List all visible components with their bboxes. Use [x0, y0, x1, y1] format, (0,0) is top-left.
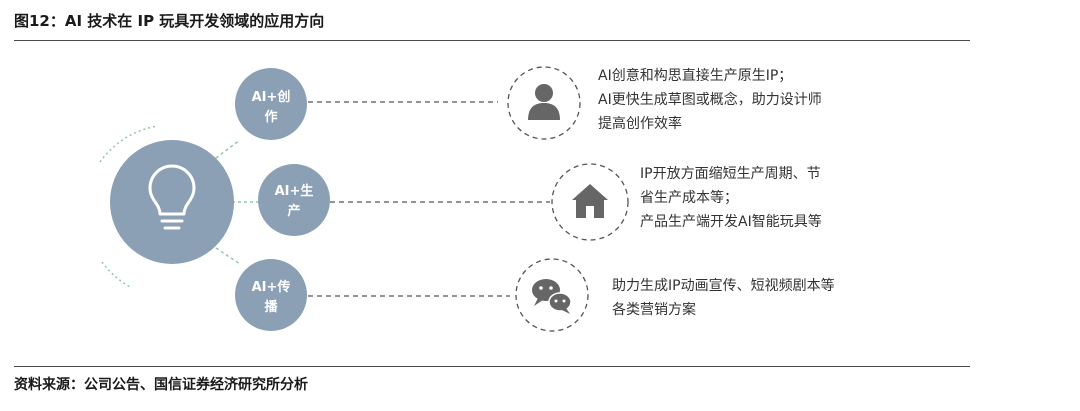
description-production: IP开放方面缩短生产周期、节 省生产成本等； 产品生产端开发AI智能玩具等: [640, 162, 822, 234]
lightbulb-icon: [148, 164, 196, 230]
top-divider: [14, 40, 970, 41]
node-label-1-line-1: AI+创: [252, 89, 291, 105]
bottom-divider: [14, 366, 970, 367]
green-arc-top: [99, 125, 159, 163]
node-label-3-line-1: AI+传: [252, 279, 291, 295]
description-creation-line-1: AI创意和构思直接生产原生IP；: [598, 68, 793, 84]
description-creation-line-2: AI更快生成草图或概念，助力设计师: [598, 92, 822, 108]
description-promotion-line-2: 各类营销方案: [612, 302, 696, 318]
figure-title: 图12：AI 技术在 IP 玩具开发领域的应用方向: [14, 12, 325, 30]
hub-circle: [110, 140, 234, 264]
description-production-line-2: 省生产成本等；: [640, 190, 738, 206]
description-production-line-3: 产品生产端开发AI智能玩具等: [640, 214, 822, 230]
green-arc-bottom: [101, 261, 133, 289]
node-label-3-line-2: 播: [264, 299, 278, 315]
description-promotion: 助力生成IP动画宣传、短视频剧本等 各类营销方案: [612, 274, 835, 322]
node-label-1-line-2: 作: [264, 109, 277, 125]
connector-hub-node-1: [215, 139, 241, 159]
description-creation: AI创意和构思直接生产原生IP； AI更快生成草图或概念，助力设计师 提高创作效…: [598, 64, 822, 136]
description-production-line-1: IP开放方面缩短生产周期、节: [640, 166, 821, 182]
node-circle-3: [235, 259, 307, 331]
person-icon: [528, 84, 560, 120]
description-promotion-line-1: 助力生成IP动画宣传、短视频剧本等: [612, 278, 835, 294]
source-note: 资料来源：公司公告、国信证券经济研究所分析: [14, 377, 308, 393]
node-label-2-line-1: AI+生: [275, 183, 314, 199]
house-icon: [572, 184, 608, 218]
connector-hub-node-3: [215, 247, 241, 265]
chat-icon: [532, 279, 572, 314]
node-circle-1: [235, 68, 307, 140]
node-circle-2: [258, 164, 330, 236]
node-label-2-line-2: 产: [287, 203, 300, 219]
description-creation-line-3: 提高创作效率: [598, 116, 682, 132]
